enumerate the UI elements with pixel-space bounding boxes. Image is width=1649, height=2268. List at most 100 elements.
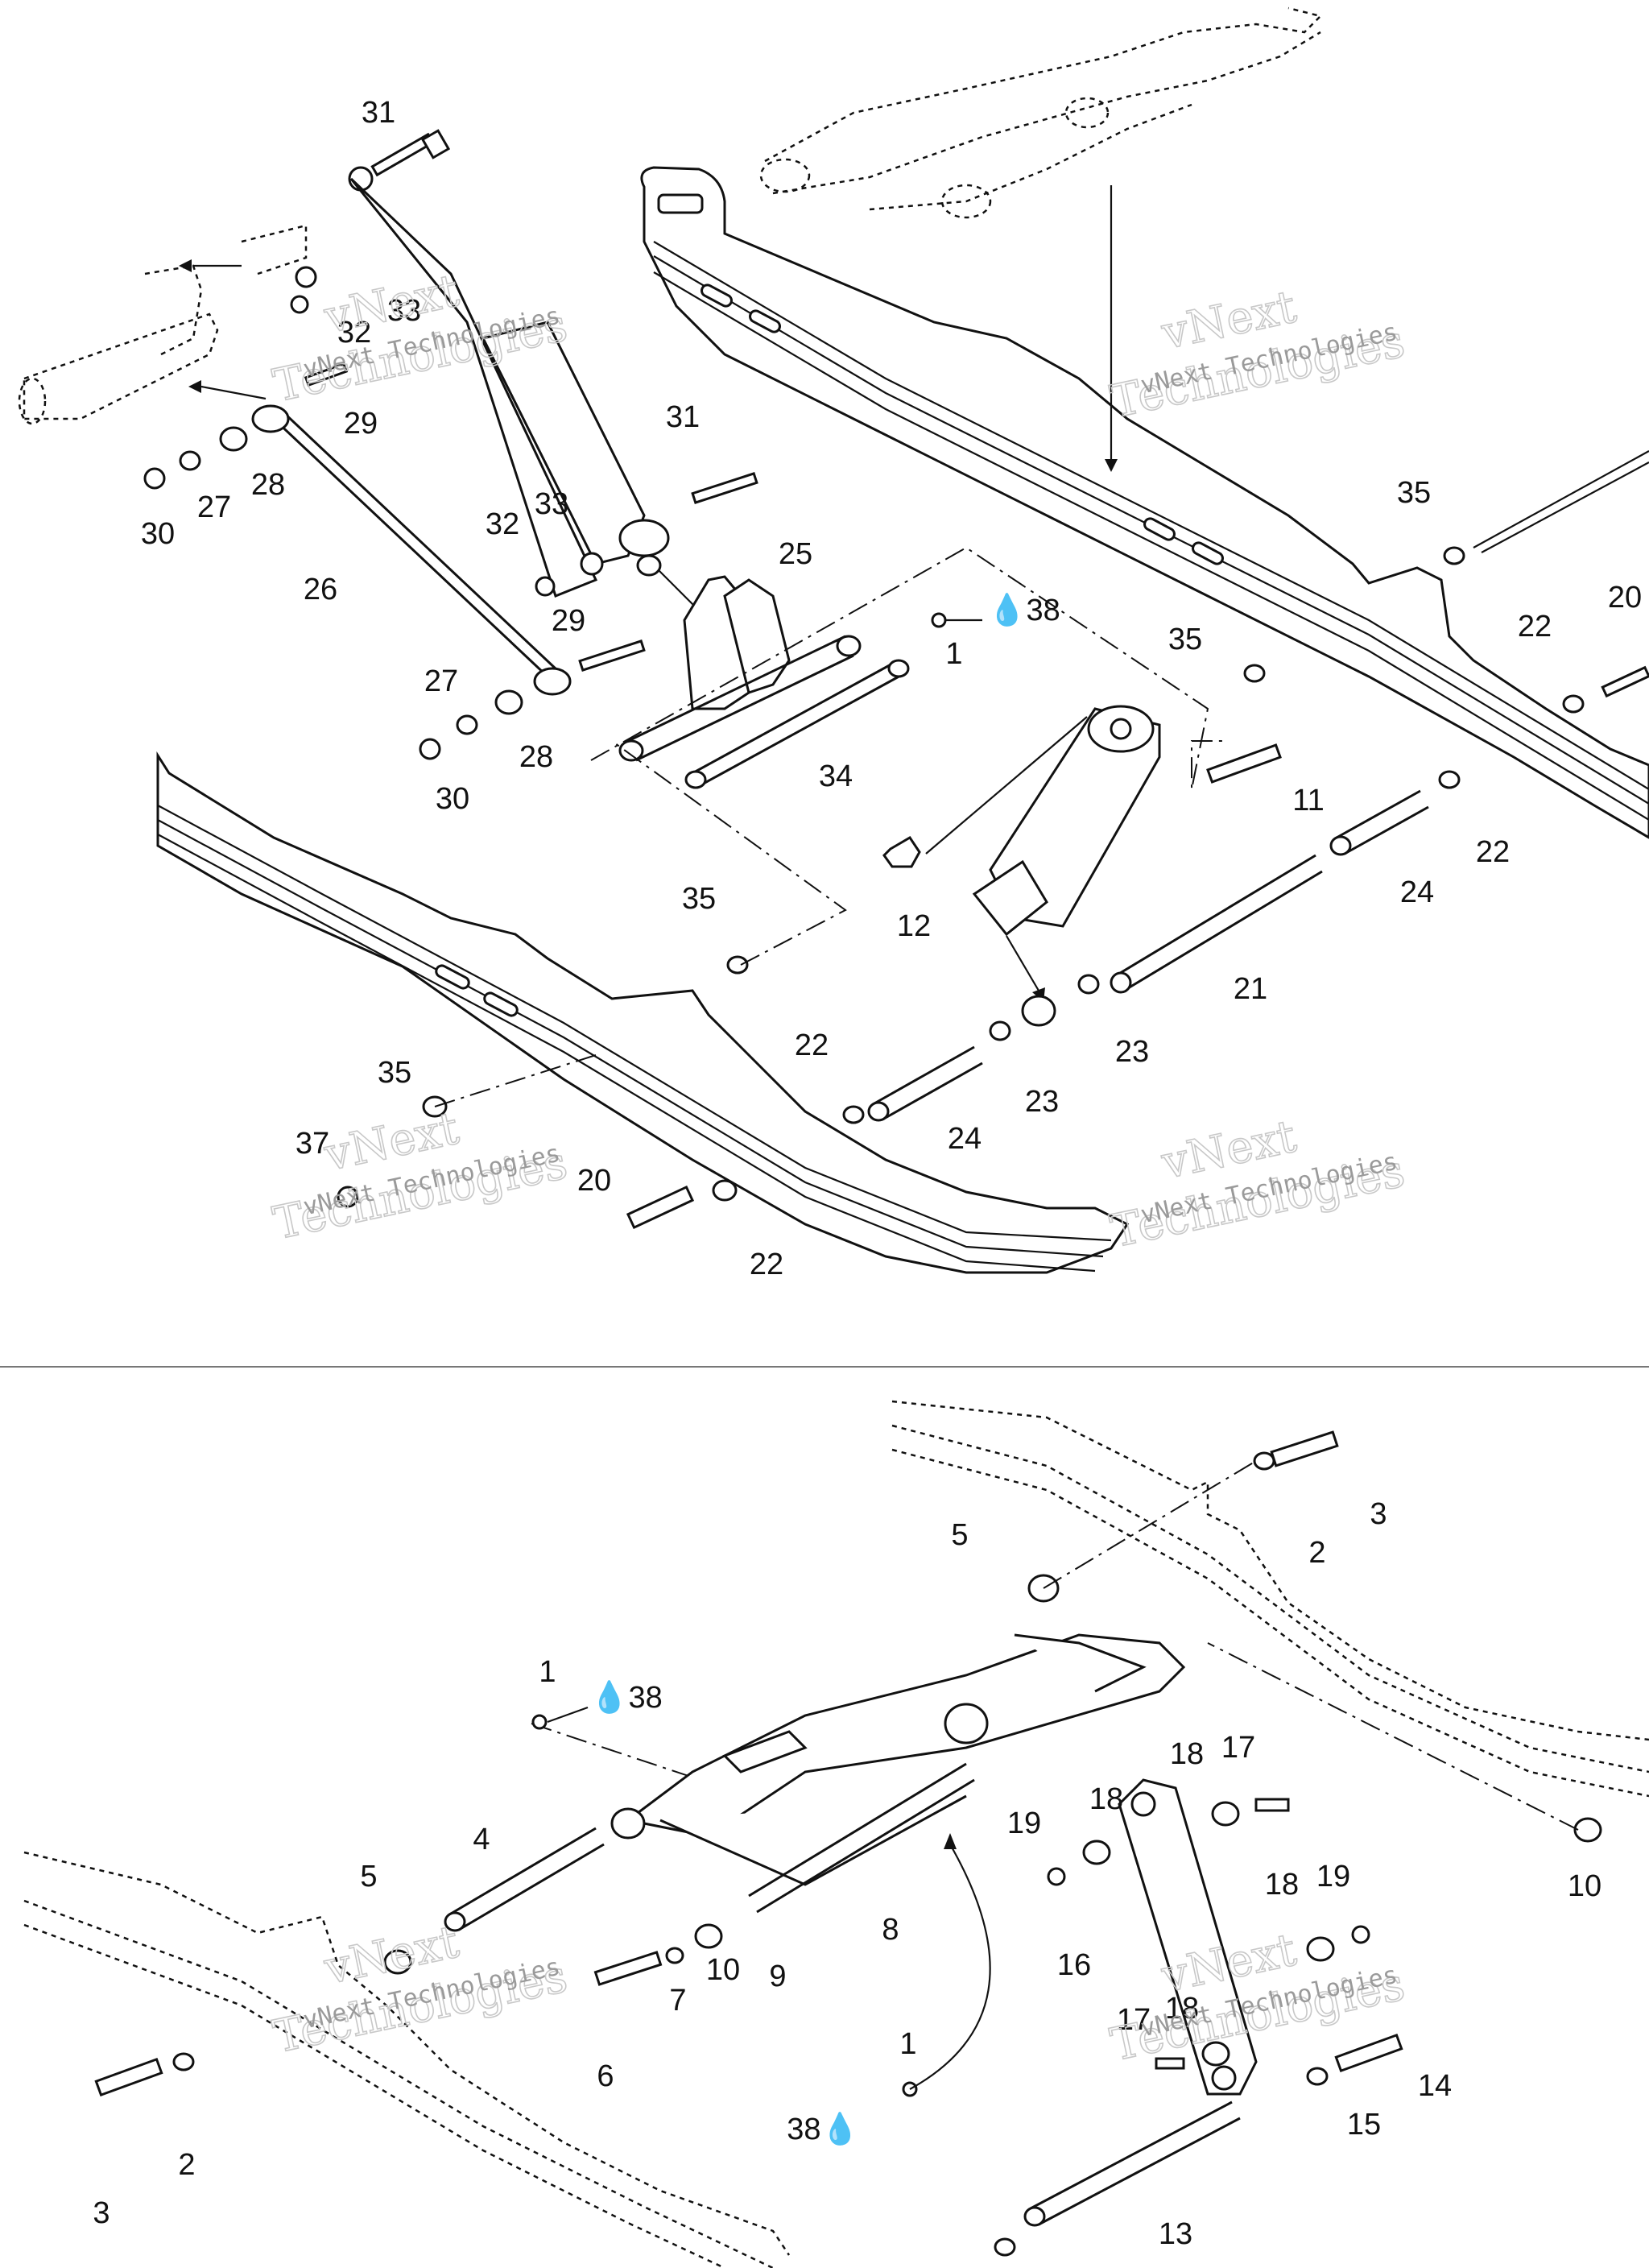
- callout-t31a: 31: [362, 96, 395, 130]
- right-slide-rail: [640, 166, 1649, 839]
- nut-30b: [419, 738, 441, 760]
- callout-t22c: 22: [795, 1028, 829, 1062]
- callout-b17b: 17: [1117, 2003, 1151, 2037]
- bolt-20b: [626, 1185, 695, 1230]
- watermark-bottom-left: vNext Technologies vNext Technologies: [268, 1915, 572, 2064]
- callout-b38a: 💧38: [590, 1679, 663, 1715]
- callout-t34: 34: [819, 759, 853, 793]
- callout-b9: 9: [769, 1960, 786, 1993]
- tie-rod-26: [251, 404, 572, 696]
- bolt-3b: [94, 2057, 163, 2097]
- callout-b10b: 10: [706, 1953, 740, 1987]
- washer-2b: [172, 2052, 195, 2071]
- front-arm-ghost: [759, 6, 1323, 219]
- callout-t11: 11: [1292, 784, 1324, 817]
- callout-b15: 15: [1347, 2108, 1381, 2142]
- bolt-31a: [370, 129, 451, 177]
- watermark-mid-right: vNext Technologies vNext Technologies: [1106, 1110, 1410, 1259]
- callout-t27b: 27: [424, 664, 458, 698]
- callout-t27a: 27: [197, 490, 231, 524]
- bolt-11: [1206, 743, 1282, 784]
- callout-t28a: 28: [251, 468, 285, 502]
- callout-t35d: 35: [378, 1056, 411, 1090]
- washer-35b: [1243, 664, 1266, 683]
- callout-t38a: 💧38: [988, 592, 1060, 627]
- callout-b4: 4: [473, 1823, 490, 1856]
- bolt-17b: [1155, 2057, 1185, 2070]
- lower-left-rail-ghost: [23, 1851, 791, 2268]
- tube-21: [1110, 854, 1323, 994]
- spacer-27b: [456, 714, 478, 735]
- shaft-8: [748, 1762, 975, 1914]
- washer-22c: [842, 1105, 865, 1124]
- callout-t26: 26: [304, 573, 337, 606]
- callout-t20a: 20: [1608, 581, 1642, 615]
- shock-absorber: [925, 705, 1161, 937]
- plug-37: [337, 1186, 359, 1208]
- callout-b5a: 5: [951, 1518, 968, 1552]
- callout-b1b: 1: [899, 2027, 916, 2061]
- callout-t22d: 22: [750, 1248, 783, 1281]
- link-plate-16: [1118, 1778, 1258, 2096]
- axle-34: [684, 659, 910, 789]
- shaft-end: [636, 554, 662, 577]
- watermark-mid-left: vNext Technologies vNext Technologies: [268, 1102, 572, 1251]
- shock-bracket-25: [618, 575, 862, 762]
- nut-19a: [1047, 1867, 1066, 1886]
- callout-t32b: 32: [486, 507, 519, 541]
- callout-b8: 8: [882, 1913, 899, 1947]
- grease-fitting-1: [931, 612, 947, 628]
- callout-b7: 7: [669, 1984, 686, 2018]
- callout-t29a: 29: [344, 407, 378, 441]
- spacer-33a: [295, 266, 317, 288]
- washer-18c: [1306, 1936, 1335, 1962]
- bolt-20a: [1601, 665, 1649, 698]
- callout-b13: 13: [1159, 2217, 1192, 2251]
- nut-15: [1306, 2067, 1329, 2086]
- callout-b18b: 18: [1089, 1782, 1123, 1816]
- dashed-guide-bottom-top: [1043, 1460, 1257, 1589]
- callout-t20b: 20: [577, 1164, 611, 1198]
- bolt-6: [593, 1951, 663, 1986]
- callout-t35c: 35: [682, 882, 716, 916]
- callout-t23b: 23: [1025, 1085, 1059, 1119]
- callout-t28b: 28: [519, 740, 553, 774]
- washer-18d: [1201, 2041, 1230, 2067]
- callout-b17a: 17: [1221, 1731, 1255, 1765]
- callout-t21: 21: [1234, 972, 1267, 1006]
- bolt-29b: [578, 639, 646, 672]
- callout-b18c: 18: [1265, 1868, 1299, 1902]
- grease-line: [909, 1844, 991, 2090]
- callout-b10a: 10: [1568, 1869, 1601, 1903]
- callout-t25: 25: [779, 537, 812, 571]
- washer-18a: [1211, 1801, 1240, 1827]
- washer-23a: [1077, 974, 1100, 995]
- washer-2a: [1253, 1451, 1275, 1471]
- washer-18b: [1082, 1840, 1111, 1865]
- callout-t32a: 32: [337, 316, 371, 350]
- callout-t30a: 30: [141, 517, 175, 551]
- nut-32a: [290, 295, 309, 314]
- callout-b2a: 2: [1308, 1536, 1325, 1570]
- spacer-28a: [219, 426, 248, 452]
- callout-b3a: 3: [1370, 1497, 1387, 1531]
- callout-b2b: 2: [178, 2148, 195, 2182]
- dashed-guide-lower: [434, 1054, 597, 1107]
- callout-t24b: 24: [948, 1122, 982, 1156]
- callout-t30b: 30: [436, 782, 469, 816]
- tube-24b: [867, 1045, 983, 1122]
- bushing-10b: [694, 1923, 723, 1949]
- callout-b18d: 18: [1165, 1992, 1199, 2026]
- callout-b18a: 18: [1170, 1737, 1204, 1771]
- callout-b16: 16: [1057, 1948, 1091, 1982]
- callout-t33b: 33: [535, 487, 568, 521]
- grease-fitting-b1: [531, 1714, 548, 1730]
- callout-t31b: 31: [666, 400, 700, 434]
- bushing-23a: [1021, 995, 1056, 1027]
- callout-t35b: 35: [1168, 623, 1202, 656]
- spacer-28b: [494, 689, 523, 715]
- callout-b38b: 38💧: [787, 2111, 859, 2146]
- rear-arm-assembly: [610, 1633, 1186, 1886]
- dashed-guide-top: [590, 546, 1224, 790]
